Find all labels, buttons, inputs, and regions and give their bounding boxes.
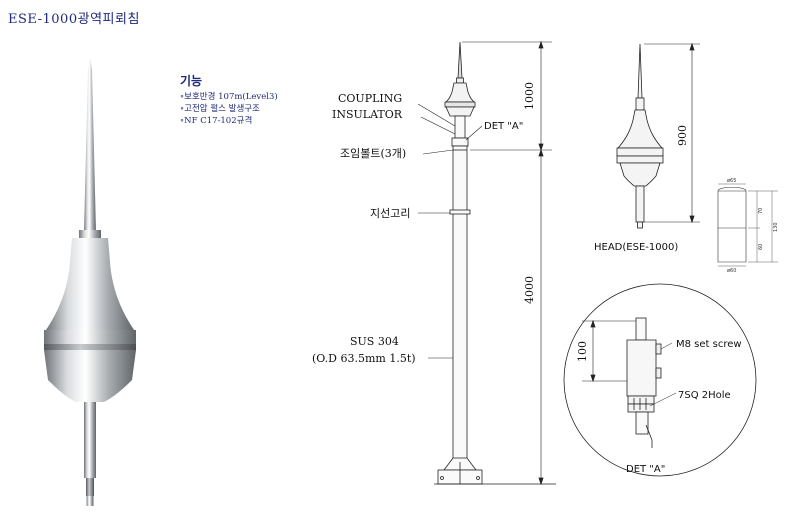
insulator-label: INSULATOR	[332, 108, 403, 121]
assembly-drawing	[417, 40, 556, 486]
body-top-dia: ø65	[727, 178, 736, 184]
guy-ring-label: 지선고리	[370, 207, 410, 220]
material-label: SUS 304	[350, 335, 399, 348]
det-a-label: DET "A"	[484, 121, 523, 132]
body-dim-a: 70	[758, 208, 764, 214]
page-title: ESE-1000광역피뢰침	[8, 12, 140, 27]
head-label: HEAD(ESE-1000)	[594, 242, 678, 253]
body-dim-b: 60	[758, 244, 764, 250]
body-drawing	[717, 183, 778, 267]
detail-a-drawing	[563, 283, 757, 477]
body-dim-total: 130	[773, 222, 779, 232]
feature-item: ∘고전압 펄스 발생구조	[180, 104, 260, 114]
dim-top: 1000	[523, 82, 536, 110]
detail-dim: 100	[576, 341, 589, 362]
lightning-rod-render	[44, 58, 136, 506]
head-drawing	[616, 42, 700, 229]
head-dim: 900	[676, 125, 689, 146]
spec-label: (O.D 63.5mm 1.5t)	[312, 352, 416, 365]
features-list: 기능 ∘보호반경 107m(Level3) ∘고전압 펄스 발생구조 ∘NF C…	[180, 72, 278, 127]
bolt-label: 조임볼트(3개)	[340, 147, 406, 160]
body-bot-dia: ø60	[727, 268, 736, 274]
detail-label: DET "A"	[626, 464, 665, 475]
features-heading: 기능	[180, 74, 203, 88]
screw-label: M8 set screw	[676, 339, 742, 350]
dim-pole: 4000	[523, 276, 536, 304]
hole-label: 7SQ 2Hole	[678, 390, 731, 401]
feature-item: ∘NF C17-102규격	[180, 116, 253, 126]
feature-item: ∘보호반경 107m(Level3)	[180, 92, 278, 102]
coupling-label: COUPLING	[338, 92, 402, 105]
